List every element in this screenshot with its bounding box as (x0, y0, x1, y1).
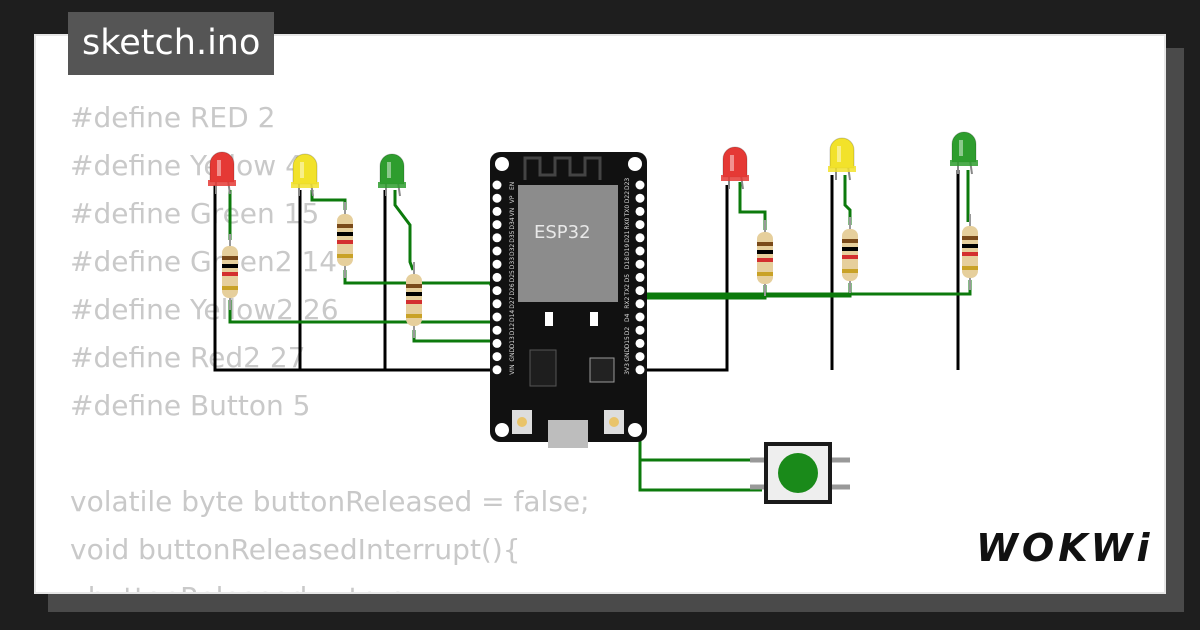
pin-label: GND (624, 347, 631, 361)
button-cap[interactable] (778, 453, 818, 493)
resistor (222, 234, 238, 310)
resistor (962, 214, 978, 290)
pin-label: D22 (624, 191, 631, 203)
pin-D22[interactable] (635, 193, 645, 203)
pin-D34[interactable] (492, 220, 502, 230)
resistors (222, 202, 978, 338)
pin-D35[interactable] (492, 233, 502, 243)
pin-label: D25 (509, 270, 516, 282)
pin-D19[interactable] (635, 246, 645, 256)
push-button[interactable] (750, 442, 850, 504)
pin-label: EN (509, 182, 516, 190)
resistor (406, 262, 422, 338)
code-line: buttonReleased = true; (70, 574, 590, 592)
antenna-icon (523, 156, 602, 180)
pin-label: D2 (624, 327, 631, 336)
pin-RX2[interactable] (635, 299, 645, 309)
pin-D26[interactable] (492, 286, 502, 296)
pin-label: RX0 (624, 217, 631, 229)
pin-D14[interactable] (492, 312, 502, 322)
pin-label: D19 (624, 244, 631, 256)
pin-label: 3V3 (624, 363, 631, 375)
pin-label: D18 (624, 257, 631, 269)
pin-label: D15 (624, 336, 631, 348)
pin-D23[interactable] (635, 180, 645, 190)
pin-D12[interactable] (492, 325, 502, 335)
pin-label: D14 (509, 310, 516, 322)
usb-uart-chip (589, 357, 615, 383)
usb-port (548, 420, 588, 448)
pin-D25[interactable] (492, 272, 502, 282)
pin-EN[interactable] (492, 180, 502, 190)
pin-RX0[interactable] (635, 220, 645, 230)
pin-label: D13 (509, 336, 516, 348)
left-red-led[interactable] (208, 151, 236, 195)
code-line: volatile byte buttonReleased = false; (70, 485, 590, 518)
code-line: #define RED 2 (70, 101, 276, 134)
pin-VN[interactable] (492, 206, 502, 216)
pin-VP[interactable] (492, 193, 502, 203)
code-line: #define Button 5 (70, 389, 311, 422)
pin-D4[interactable] (635, 312, 645, 322)
pin-D18[interactable] (635, 259, 645, 269)
ground-wires (213, 170, 960, 372)
resistor (757, 220, 773, 296)
pin-label: D21 (624, 230, 631, 242)
left-green-led[interactable] (378, 153, 406, 197)
pin-TX0[interactable] (635, 206, 645, 216)
pin-label: D35 (509, 230, 516, 242)
pin-D33[interactable] (492, 259, 502, 269)
pin-D27[interactable] (492, 299, 502, 309)
right-green-led[interactable] (950, 131, 978, 175)
code-line: void buttonReleasedInterrupt(){ (70, 533, 521, 566)
pin-D21[interactable] (635, 233, 645, 243)
pin-label: VN (509, 208, 516, 217)
leds (208, 131, 978, 197)
pin-3V3[interactable] (635, 365, 645, 375)
file-tab[interactable]: sketch.ino (68, 12, 275, 75)
pin-label: VIN (509, 364, 516, 374)
pin-D32[interactable] (492, 246, 502, 256)
voltage-regulator (529, 349, 557, 387)
code-preview: #define RED 2#define Yellow 4#define Gre… (70, 94, 590, 592)
pin-label: D26 (509, 283, 516, 295)
pin-label: TX0 (624, 205, 631, 218)
pin-label: D5 (624, 274, 631, 283)
pin-label: D33 (509, 257, 516, 269)
resistor (842, 217, 858, 293)
code-line: #define Green2 14 (70, 245, 338, 278)
pin-label: D34 (509, 217, 516, 229)
resistor (337, 202, 353, 278)
pin-label: D27 (509, 296, 516, 308)
pin-D15[interactable] (635, 338, 645, 348)
esp32-module (518, 185, 618, 302)
pin-VIN[interactable] (492, 365, 502, 375)
pin-D2[interactable] (635, 325, 645, 335)
pin-label: D23 (624, 178, 631, 190)
pin-GND[interactable] (635, 352, 645, 362)
pin-label: GND (509, 347, 516, 361)
pin-TX2[interactable] (635, 286, 645, 296)
pin-label: D12 (509, 323, 516, 335)
wokwi-logo: WOKWi (976, 526, 1154, 570)
pin-label: D32 (509, 244, 516, 256)
right-red-led[interactable] (721, 146, 749, 190)
esp32-board[interactable]: ESP32 ENVPVND34D35D32D33D25D26D27D14D12D… (490, 152, 647, 448)
pin-label: TX2 (624, 284, 631, 297)
right-yellow-led[interactable] (828, 137, 856, 181)
chip-label: ESP32 (534, 222, 591, 243)
pin-label: RX2 (624, 297, 631, 309)
pin-label: VP (509, 195, 516, 203)
pin-D5[interactable] (635, 272, 645, 282)
pin-D13[interactable] (492, 338, 502, 348)
left-yellow-led[interactable] (291, 153, 319, 197)
pin-label: D4 (624, 313, 631, 322)
pin-GND[interactable] (492, 352, 502, 362)
brand-wordmark: WOKWi (976, 526, 1154, 570)
